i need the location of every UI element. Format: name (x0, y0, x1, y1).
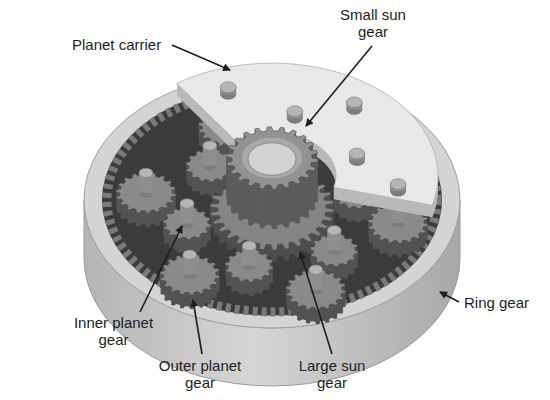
leader-line (140, 226, 182, 312)
carrier-side (177, 64, 438, 206)
leader-line (440, 292, 459, 302)
pin-top (242, 241, 256, 251)
pin-top (203, 141, 217, 151)
leader-line (306, 46, 372, 126)
small-sun-gear (226, 127, 318, 230)
gear-face (160, 254, 220, 295)
planet-pin (203, 141, 217, 171)
part-label: Ring gear (464, 294, 544, 311)
part-label: Small sun gear (328, 6, 418, 40)
planet-pin (139, 168, 153, 198)
planet-pin (183, 250, 197, 280)
pin-top (390, 179, 406, 190)
carrier-pin (346, 97, 362, 115)
part-label: Outer planet gear (150, 357, 250, 391)
pin-top (327, 226, 341, 236)
pin-top (287, 106, 303, 117)
outer-planet-gear (160, 254, 220, 309)
sun-bore (248, 143, 296, 176)
carrier-pin (349, 148, 365, 166)
part-label: Large sun gear (292, 357, 372, 391)
gear-face (116, 173, 176, 214)
planet-pin (242, 241, 256, 271)
planet-pin (180, 199, 194, 229)
planet-pin (309, 265, 323, 295)
pin-top (349, 148, 365, 159)
leader-line (193, 300, 202, 354)
carrier-pin (287, 106, 303, 124)
pin-top (183, 250, 197, 260)
part-label: Planet carrier (72, 36, 202, 53)
sun-bore-rim (242, 138, 302, 179)
pin-top (139, 168, 153, 178)
pin-top (180, 199, 194, 209)
pin-top (346, 97, 362, 108)
carrier-top (177, 63, 438, 205)
pin-top (309, 265, 323, 275)
leader-line (172, 45, 230, 70)
outer-planet-gear (286, 269, 346, 324)
planet-pin (327, 226, 341, 256)
leader-line (300, 252, 332, 354)
carrier-pin (220, 82, 236, 100)
carrier-pin (390, 179, 406, 197)
part-label: Inner planet gear (66, 314, 161, 348)
gear-face (226, 127, 318, 190)
pin-top (220, 82, 236, 93)
planet-carrier (177, 63, 438, 217)
